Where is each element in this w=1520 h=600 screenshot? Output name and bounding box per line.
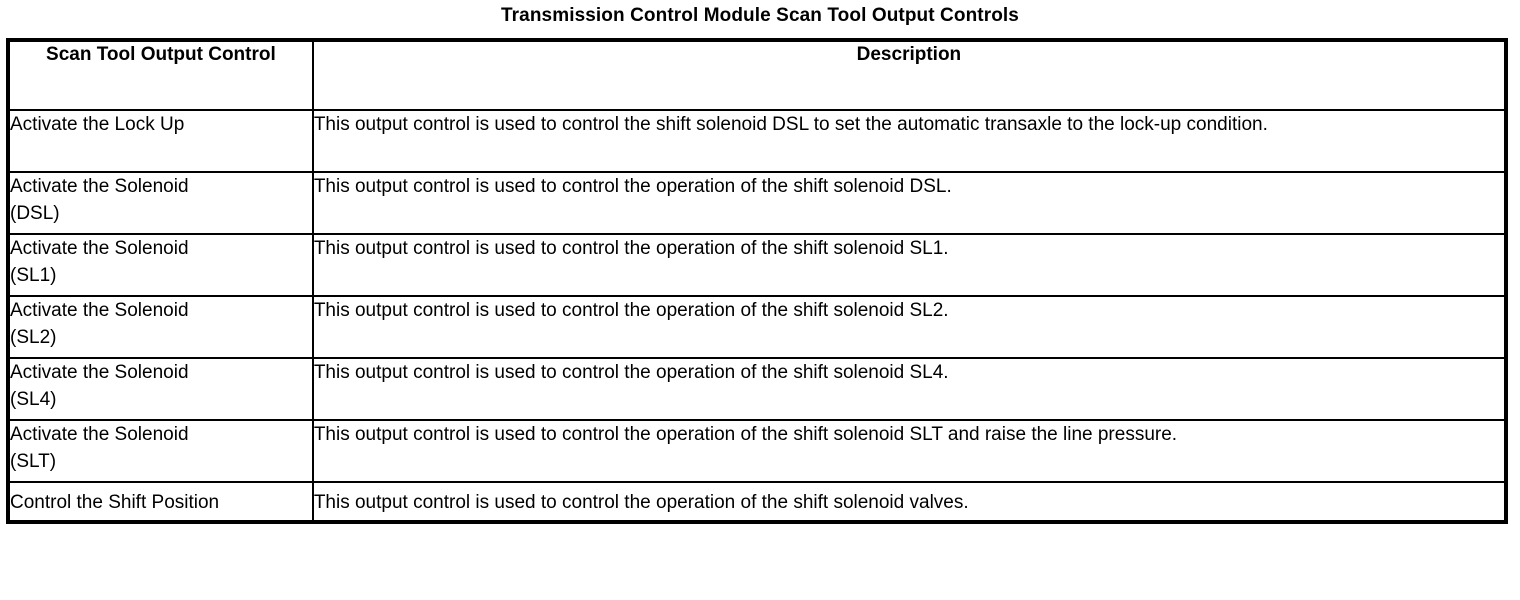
table-row: Control the Shift Position This output c… <box>7 481 1508 523</box>
table-header: Scan Tool Output Control Description <box>7 39 1508 111</box>
table-container: Scan Tool Output Control Description Act… <box>6 38 1508 524</box>
column-header-description: Description <box>311 39 1508 111</box>
cell-control: Activate the Solenoid (SL4) <box>7 357 314 421</box>
cell-control: Activate the Solenoid (SL1) <box>7 233 314 297</box>
table-row: Activate the Solenoid (SLT) This output … <box>7 419 1508 483</box>
cell-description: This output control is used to control t… <box>311 481 1508 523</box>
page-title: Transmission Control Module Scan Tool Ou… <box>501 5 1019 26</box>
table-row: Activate the Lock Up This output control… <box>7 109 1508 173</box>
scan-tool-output-controls-table: Scan Tool Output Control Description Act… <box>6 38 1508 524</box>
cell-description: This output control is used to control t… <box>311 295 1508 359</box>
column-header-scan-tool-output-control: Scan Tool Output Control <box>7 39 314 111</box>
cell-control: Activate the Solenoid (DSL) <box>7 171 314 235</box>
cell-description: This output control is used to control t… <box>311 357 1508 421</box>
cell-description: This output control is used to control t… <box>311 171 1508 235</box>
table-row: Activate the Solenoid (SL4) This output … <box>7 357 1508 421</box>
cell-description: This output control is used to control t… <box>311 419 1508 483</box>
cell-description: This output control is used to control t… <box>311 109 1508 173</box>
cell-control: Activate the Solenoid (SL2) <box>7 295 314 359</box>
table-row: Activate the Solenoid (DSL) This output … <box>7 171 1508 235</box>
cell-control: Control the Shift Position <box>7 481 314 523</box>
cell-control: Activate the Solenoid (SLT) <box>7 419 314 483</box>
table-body: Activate the Lock Up This output control… <box>7 109 1508 523</box>
table-row: Activate the Solenoid (SL1) This output … <box>7 233 1508 297</box>
table-row: Activate the Solenoid (SL2) This output … <box>7 295 1508 359</box>
cell-control: Activate the Lock Up <box>7 109 314 173</box>
table-header-row: Scan Tool Output Control Description <box>7 39 1508 111</box>
cell-description: This output control is used to control t… <box>311 233 1508 297</box>
